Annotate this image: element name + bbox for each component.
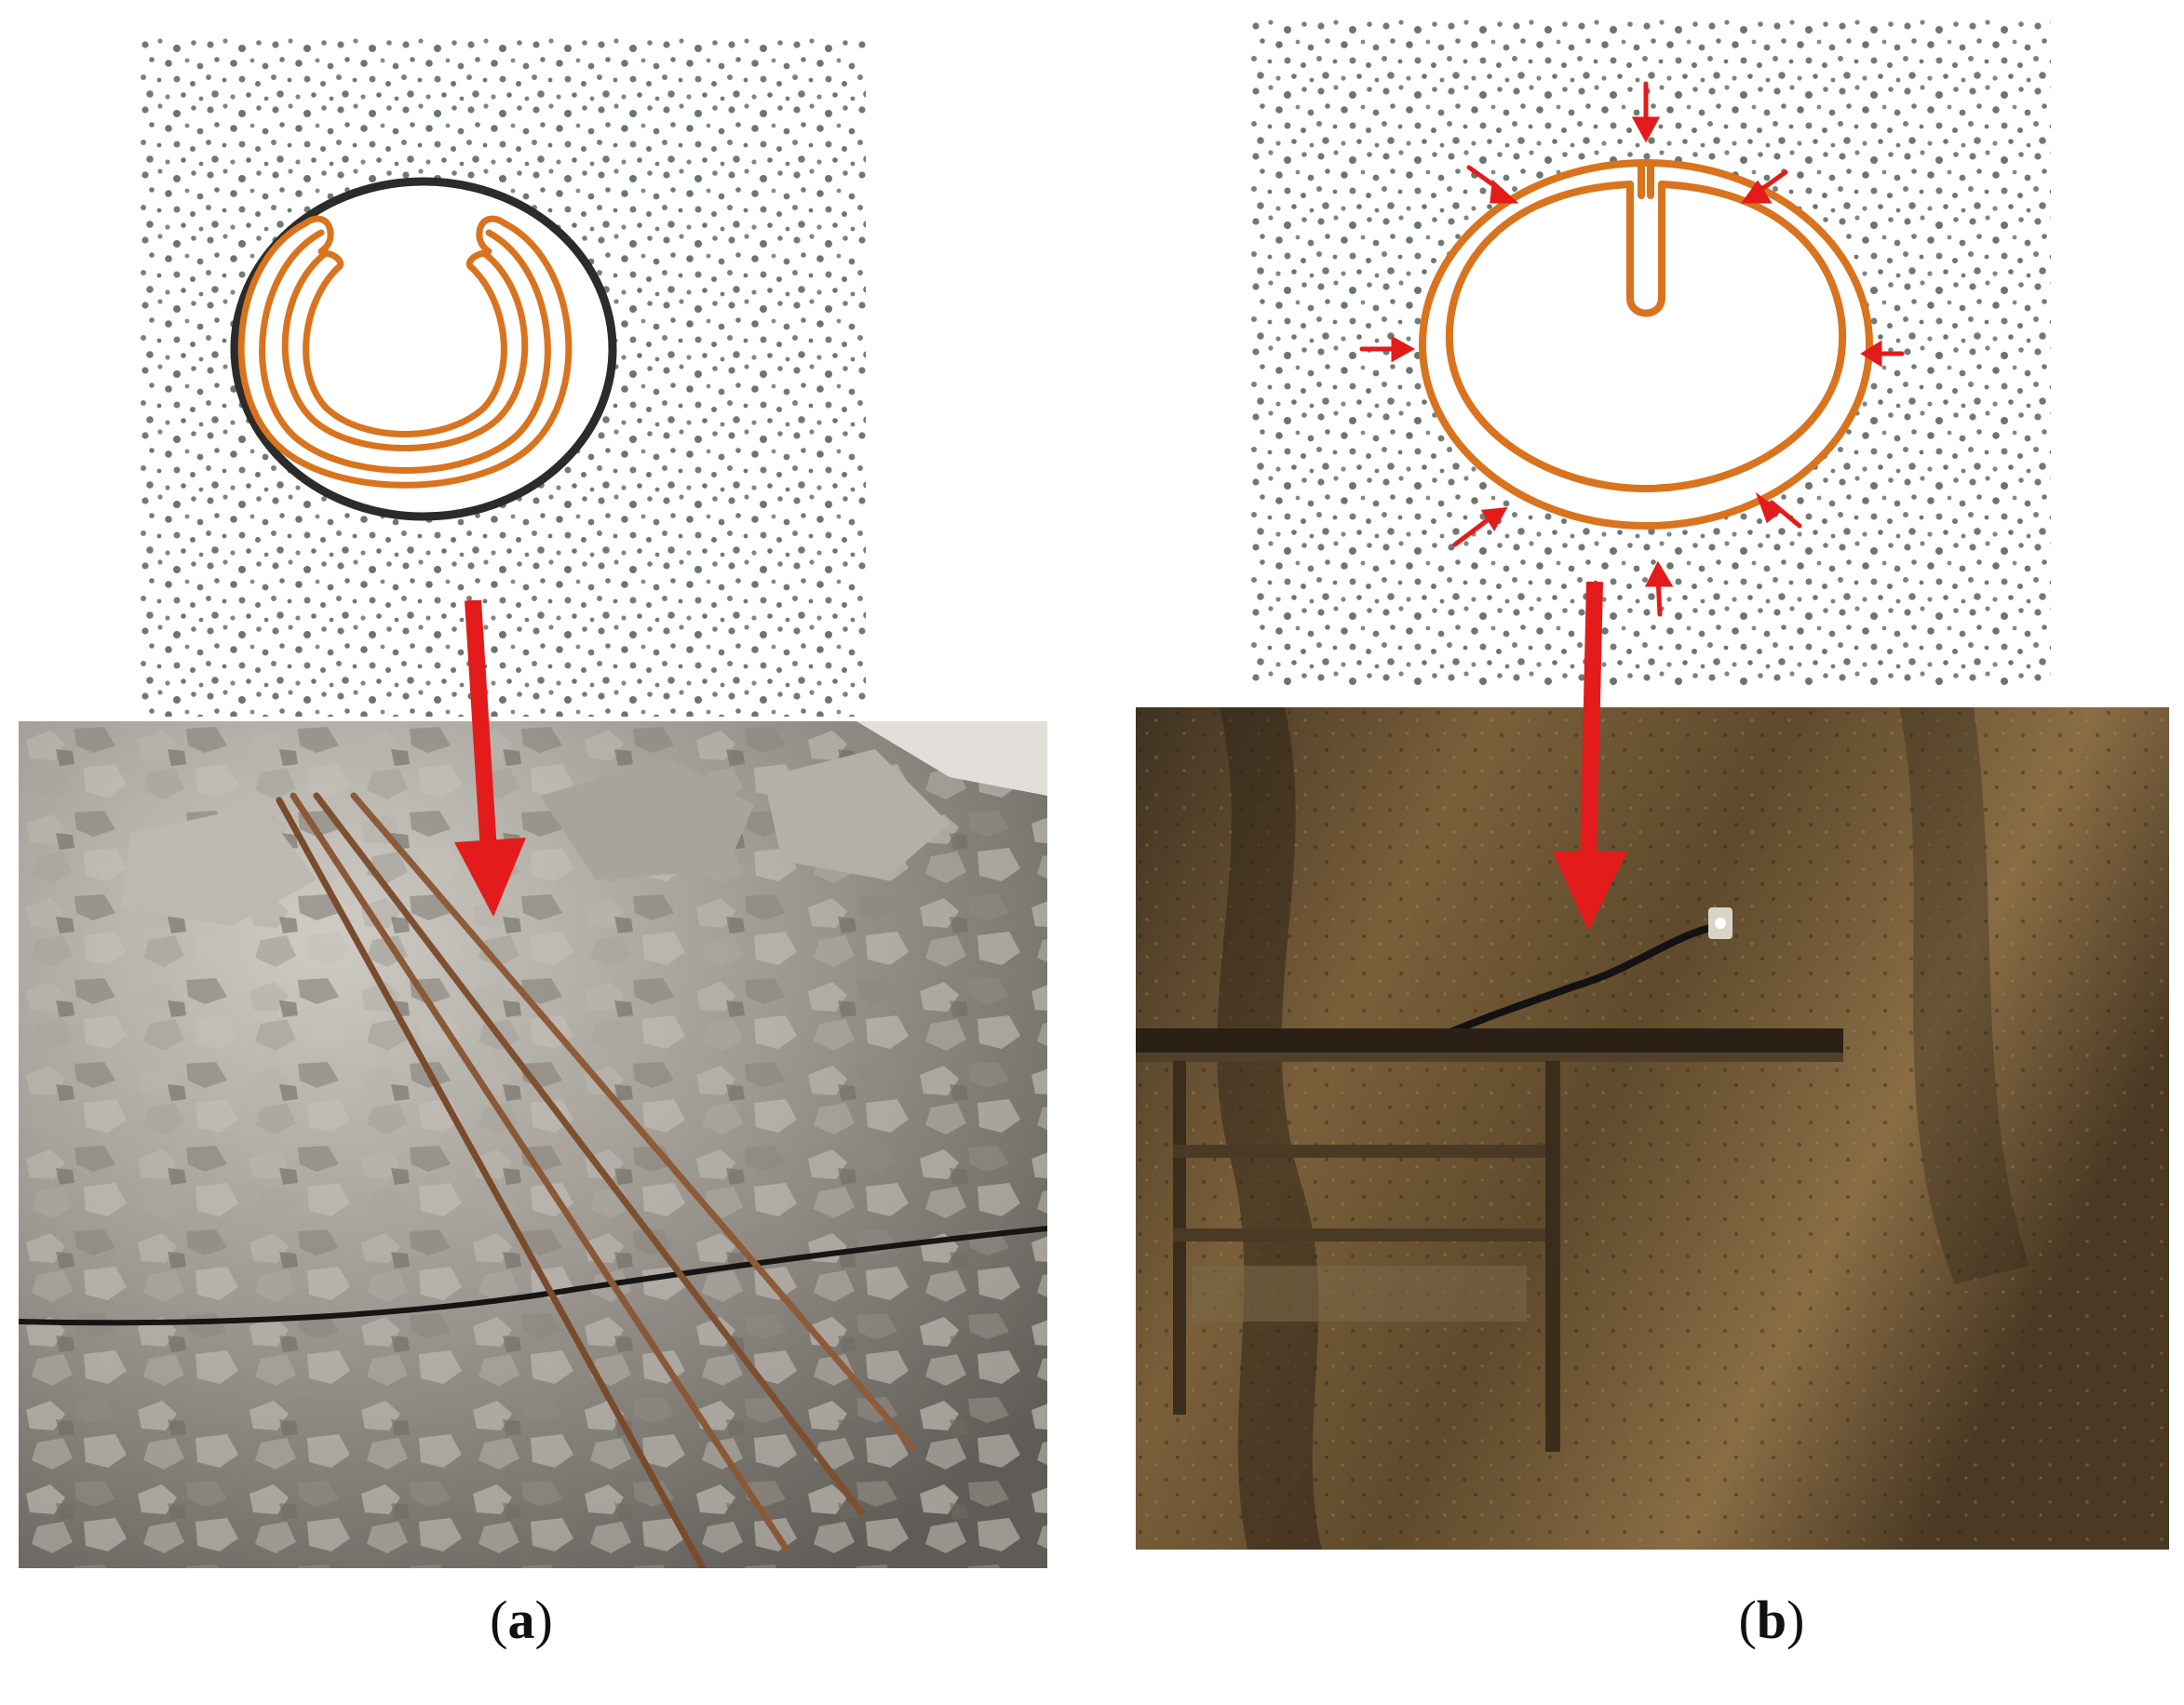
photo-a-tubes-on-rock-floor <box>19 721 1047 1568</box>
panel-b-label: b <box>1756 1590 1787 1650</box>
photo-b-tube-in-rock-wall <box>1136 707 2169 1550</box>
schematic-a-folded-tube <box>140 37 866 717</box>
schematic-b-expanded-tube <box>1250 19 2051 689</box>
panel-a: (a) <box>19 37 1047 1650</box>
panel-a-caption: (a) <box>490 1590 553 1650</box>
panel-b: (b) <box>1092 0 2184 1705</box>
panel-b-caption: (b) <box>1738 1590 1805 1650</box>
panel-a-label: a <box>507 1590 535 1650</box>
